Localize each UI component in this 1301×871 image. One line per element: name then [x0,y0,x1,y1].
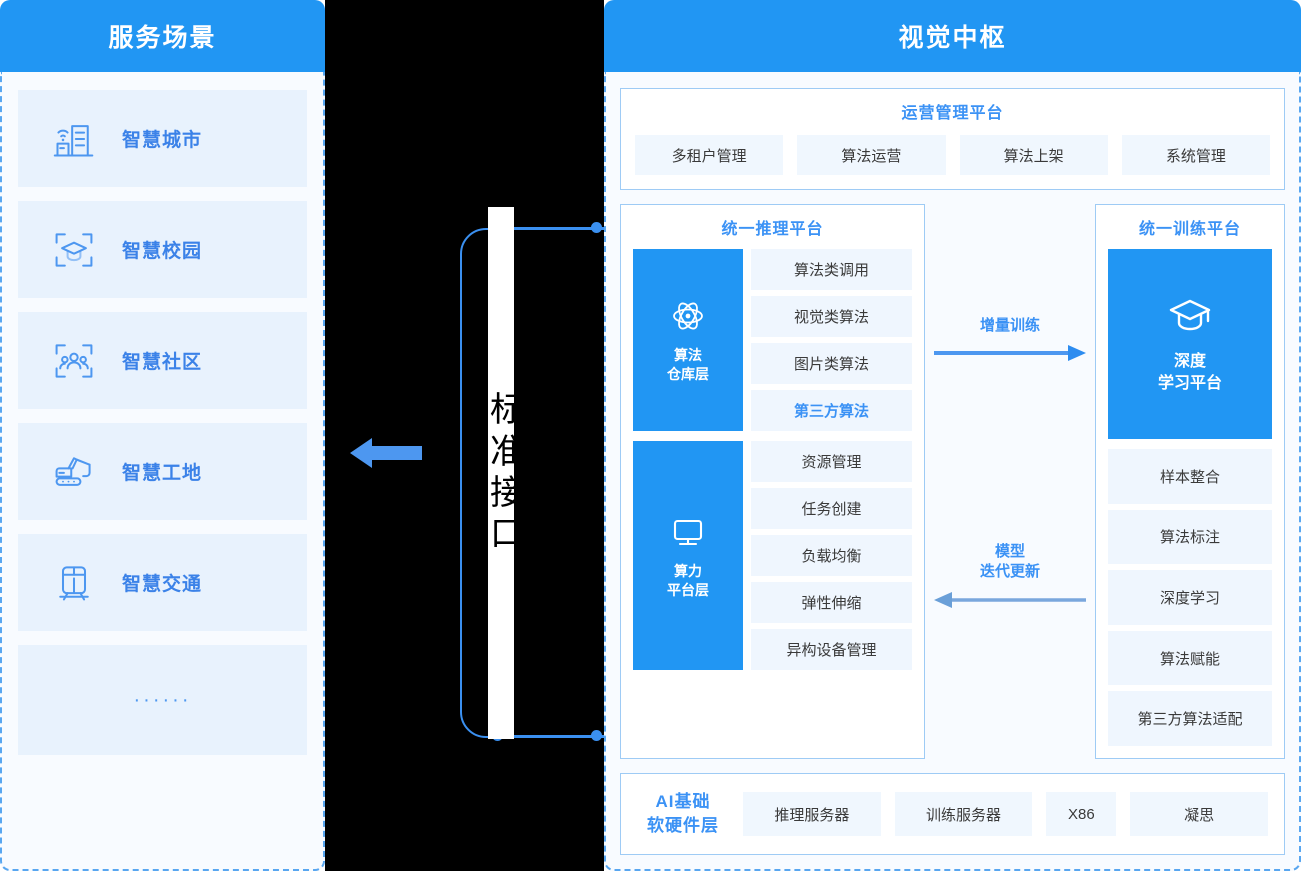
more-label: ······ [133,689,192,711]
algorithm-repository-group: 算法仓库层 算法类调用 视觉类算法 图片类算法 第三方算法 [633,249,912,431]
training-item[interactable]: 样本整合 [1108,449,1272,504]
hardware-item[interactable]: X86 [1046,792,1117,836]
compute-platform-tile[interactable]: 算力平台层 [633,441,743,670]
scene-card-smart-city[interactable]: 智慧城市 [18,90,307,187]
graduation-cap-icon [1169,300,1211,331]
service-scenarios-header: 服务场景 [0,0,325,72]
compute-platform-group: 算力平台层 资源管理 任务创建 负载均衡 弹性伸缩 异构设备管理 [633,441,912,670]
left-arrow-icon-flow [934,591,1086,608]
right-arrow-icon [934,345,1086,362]
compute-platform-label: 算力平台层 [667,562,709,598]
scene-card-more[interactable]: ······ [18,645,307,755]
deep-learning-platform-tile[interactable]: 深度学习平台 [1108,249,1272,439]
left-arrow-icon [350,438,422,468]
deep-learning-platform-label: 深度学习平台 [1157,353,1222,392]
interface-bracket [460,228,604,738]
training-item[interactable]: 深度学习 [1108,570,1272,625]
operations-platform-section: 运营管理平台 多租户管理 算法运营 算法上架 系统管理 [620,88,1285,190]
vision-hub-body: 运营管理平台 多租户管理 算法运营 算法上架 系统管理 统一推理平台 [604,72,1301,871]
inference-platform-title: 统一推理平台 [721,221,824,238]
training-platform-items: 样本整合 算法标注 深度学习 算法赋能 第三方算法适配 [1108,449,1272,746]
flow-arrows: 增量训练 模型迭代更新 [925,204,1095,759]
standard-interface-strip: 标准接口 [488,207,514,739]
scene-card-smart-construction[interactable]: 智慧工地 [18,423,307,520]
scene-label: 智慧社区 [122,352,203,373]
platforms-row: 统一推理平台 算法仓库层 算法类调用 [620,204,1285,759]
scene-label: 智慧交通 [122,574,203,595]
standard-interface-band: 标准接口 [325,0,604,871]
model-iteration-label: 模型迭代更新 [979,543,1040,581]
inference-item[interactable]: 弹性伸缩 [751,582,912,623]
monitor-icon [673,519,703,545]
algorithm-repository-items: 算法类调用 视觉类算法 图片类算法 第三方算法 [751,249,912,431]
ops-item[interactable]: 多租户管理 [635,135,784,175]
scene-card-smart-community[interactable]: 智慧社区 [18,312,307,409]
standard-interface-label: 标准接口 [490,391,514,554]
hardware-item[interactable]: 推理服务器 [743,792,881,836]
scene-card-smart-campus[interactable]: 智慧校园 [18,201,307,298]
inference-item-third-party[interactable]: 第三方算法 [751,390,912,431]
model-iteration-flow: 模型迭代更新 [925,542,1095,609]
algorithm-repository-label: 算法仓库层 [667,347,709,382]
service-scenarios-list: 智慧城市 智慧校园 [0,72,325,871]
operations-platform-title: 运营管理平台 [901,105,1004,122]
inference-item[interactable]: 视觉类算法 [751,296,912,337]
training-item[interactable]: 第三方算法适配 [1108,691,1272,746]
smart-city-icon [53,124,94,157]
service-scenarios-panel: 服务场景 智慧城市 [0,0,325,871]
training-platform-section: 统一训练平台 深度学习平台 样本整合 算法标注 深度学习 算法赋能 [1095,204,1285,759]
vision-hub-panel: 视觉中枢 运营管理平台 多租户管理 算法运营 算法上架 系统管理 统一推理平台 [604,0,1301,871]
scene-label: 智慧校园 [122,241,203,262]
training-platform-title: 统一训练平台 [1138,221,1241,238]
ops-item[interactable]: 系统管理 [1121,135,1270,175]
smart-campus-icon [55,232,93,267]
scene-card-smart-transport[interactable]: 智慧交通 [18,534,307,631]
inference-item[interactable]: 算法类调用 [751,249,912,290]
smart-construction-icon [55,456,91,486]
atom-icon [673,302,703,330]
ops-item[interactable]: 算法运营 [797,135,946,175]
page-title-left: 服务场景 [108,24,217,52]
smart-transport-icon [59,565,89,601]
incremental-training-flow: 增量训练 [925,316,1095,362]
inference-item[interactable]: 任务创建 [751,488,912,529]
scene-label: 智慧城市 [122,130,203,151]
page-title-right: 视觉中枢 [898,24,1007,52]
compute-platform-items: 资源管理 任务创建 负载均衡 弹性伸缩 异构设备管理 [751,441,912,670]
inference-item[interactable]: 异构设备管理 [751,629,912,670]
connector-node-top-right [591,222,602,233]
training-item[interactable]: 算法赋能 [1108,630,1272,686]
connector-line-bottom [497,735,604,738]
vision-hub-header: 视觉中枢 [604,0,1301,72]
connector-node-bottom-right [591,730,602,741]
inference-platform-section: 统一推理平台 算法仓库层 算法类调用 [620,204,925,759]
ai-infrastructure-title: AI基础软硬件层 [647,792,719,835]
training-item[interactable]: 算法标注 [1108,509,1272,565]
hardware-item[interactable]: 训练服务器 [894,792,1033,836]
inference-item[interactable]: 负载均衡 [751,535,912,576]
ai-infrastructure-section: AI基础软硬件层 推理服务器 训练服务器 X86 凝思 [620,773,1285,855]
inference-item[interactable]: 资源管理 [751,441,912,482]
operations-platform-items: 多租户管理 算法运营 算法上架 系统管理 [635,135,1270,175]
connector-line-top [497,227,604,230]
incremental-training-label: 增量训练 [979,317,1040,334]
ai-infrastructure-items: 推理服务器 训练服务器 X86 凝思 [743,792,1269,836]
inference-item[interactable]: 图片类算法 [751,343,912,384]
smart-community-icon [55,343,93,378]
hardware-item[interactable]: 凝思 [1130,792,1269,836]
ops-item[interactable]: 算法上架 [959,135,1108,175]
algorithm-repository-tile[interactable]: 算法仓库层 [633,249,743,431]
scene-label: 智慧工地 [122,463,203,484]
